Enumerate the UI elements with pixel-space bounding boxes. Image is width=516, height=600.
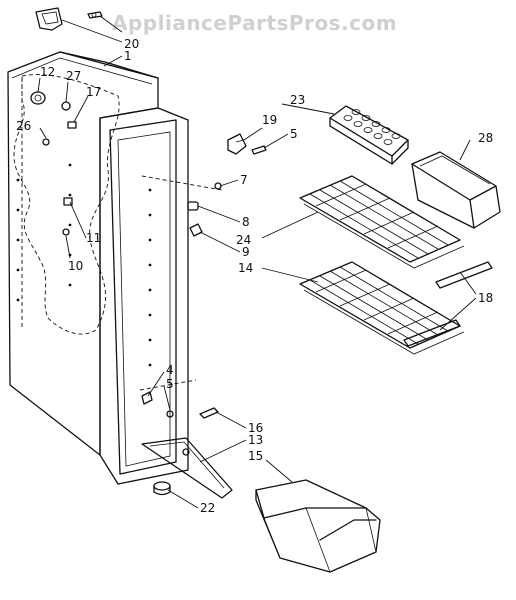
part-24-wire-shelf [299, 175, 465, 269]
callout-27: 27 [66, 69, 81, 83]
part-12-light-socket [30, 91, 46, 105]
part-13-track [141, 437, 233, 499]
part-11-clip [63, 197, 73, 206]
callout-5-lower: 5 [166, 377, 174, 391]
callout-23: 23 [290, 93, 305, 107]
part-18-shelf-supports [403, 261, 493, 347]
callout-11: 11 [86, 231, 101, 245]
part-17-switch [67, 121, 77, 129]
callout-4: 4 [166, 363, 174, 377]
callout-20: 20 [124, 37, 139, 51]
liner-support-holes-right [148, 188, 152, 367]
part-14-wire-shelf [299, 261, 465, 355]
part-27-bulb [61, 101, 71, 111]
callout-19: 19 [262, 113, 277, 127]
callout-10: 10 [68, 259, 83, 273]
callout-5-upper: 5 [290, 127, 298, 141]
callout-28: 28 [478, 131, 493, 145]
callout-7: 7 [240, 173, 248, 187]
part-16-screw [199, 407, 219, 419]
part-5-screw-lower [166, 410, 174, 418]
part-19-switch [227, 133, 247, 155]
callout-16: 16 [248, 421, 263, 435]
callout-14: 14 [238, 261, 253, 275]
part-1-freezer-liner [7, 51, 223, 485]
part-4-bracket [141, 391, 153, 405]
watermark-text: AppliancePartsPros.com [112, 11, 397, 35]
callout-17: 17 [86, 85, 101, 99]
callout-24: 24 [236, 233, 251, 247]
part-20-hinge-bracket [35, 7, 103, 31]
callout-22: 22 [200, 501, 215, 515]
part-22-cap [153, 481, 171, 496]
part-5-screw-upper [251, 145, 267, 155]
callout-26: 26 [16, 119, 31, 133]
callout-18: 18 [478, 291, 493, 305]
part-8-bushing [187, 201, 199, 211]
callout-15: 15 [248, 449, 263, 463]
callout-1: 1 [124, 49, 132, 63]
part-15-lower-bin [255, 479, 381, 573]
callout-labels: 20 1 12 27 17 26 11 10 23 19 5 28 7 8 24… [16, 37, 493, 515]
leader-lines [37, 15, 477, 509]
part-9-clip [189, 223, 203, 237]
part-10-grommet [62, 228, 70, 236]
part-26-screw [42, 138, 50, 146]
callout-13: 13 [248, 433, 263, 447]
callout-8: 8 [242, 215, 250, 229]
liner-support-holes-left [16, 163, 72, 302]
part-28-shelf-bin [411, 151, 501, 229]
part-23-ice-tray [329, 105, 409, 165]
callout-9: 9 [242, 245, 250, 259]
callout-12: 12 [40, 65, 55, 79]
